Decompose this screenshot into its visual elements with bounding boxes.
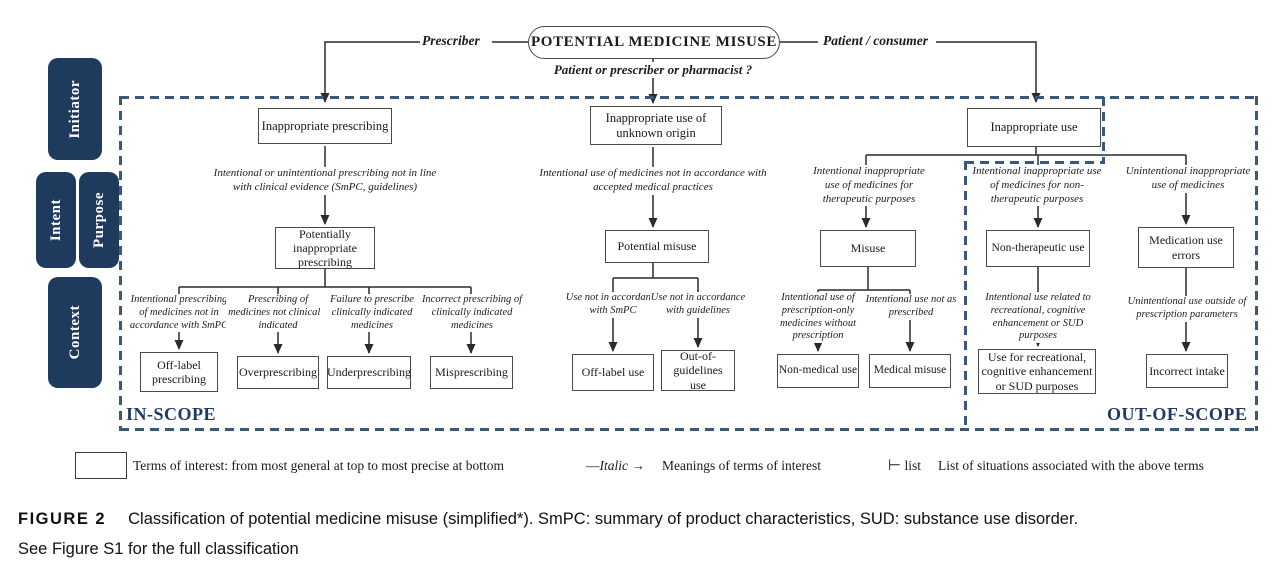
- node-use-recreational-sud: Use for recreational, cognitive enhancem…: [978, 349, 1096, 394]
- in-scope-label: IN-SCOPE: [126, 404, 217, 424]
- intent-desc-unintentional: Unintentional inappropriate use of medic…: [1122, 165, 1254, 193]
- context-desc-recreational: Intentional use related to recreational,…: [976, 292, 1100, 344]
- legend-list-symbol: ⊢ list: [888, 456, 921, 474]
- context-desc-incorrect-intake: Unintentional use outside of prescriptio…: [1122, 296, 1252, 322]
- context-desc-non-medical-use: Intentional use of prescription-only med…: [760, 292, 876, 344]
- axis-pill-intent: Intent: [36, 172, 76, 268]
- scope-border-right: [1255, 96, 1258, 431]
- node-off-label-prescribing: Off-label prescribing: [140, 352, 218, 392]
- intent-desc-therapeutic: Intentional inappropriate use of medicin…: [806, 165, 932, 207]
- node-inappropriate-use-unknown-origin: Inappropriate use of unknown origin: [590, 106, 722, 145]
- node-medical-misuse: Medical misuse: [869, 354, 951, 388]
- legend-italic-label: Meanings of terms of interest: [662, 458, 821, 473]
- node-off-label-use: Off-label use: [572, 354, 654, 391]
- intent-desc-prescriber: Intentional or unintentional prescribing…: [205, 167, 445, 195]
- initiator-question: Patient or prescriber or pharmacist ?: [553, 62, 753, 79]
- legend-italic-symbol: —Italic →: [586, 458, 645, 474]
- out-scope-divider-lower: [964, 161, 967, 429]
- scope-border-left: [119, 96, 122, 431]
- root-node-oval: POTENTIAL MEDICINE MISUSE: [528, 26, 780, 59]
- node-medication-use-errors: Medication use errors: [1138, 227, 1234, 268]
- axis-label-initiator: Initiator: [66, 79, 83, 139]
- node-inappropriate-prescribing: Inappropriate prescribing: [258, 108, 392, 144]
- context-desc-overprescribing: Prescribing of medicines not clinically …: [226, 294, 330, 333]
- axis-label-intent: Intent: [47, 198, 64, 242]
- list-tick-icon: ⊢: [888, 456, 902, 474]
- node-overprescribing: Overprescribing: [237, 356, 319, 389]
- context-desc-underprescribing: Failure to prescribe clinically indicate…: [320, 294, 424, 333]
- node-potentially-inappropriate-prescribing: Potentially inappropriate prescribing: [275, 227, 375, 269]
- list-glyph: list: [904, 458, 921, 473]
- out-scope-divider-upper: [1102, 97, 1105, 163]
- dash-glyph: —: [586, 458, 600, 473]
- node-incorrect-intake: Incorrect intake: [1146, 354, 1228, 388]
- arrow-icon: →: [631, 458, 645, 473]
- context-desc-out-of-guidelines: Use not in accordance with guidelines: [650, 292, 746, 318]
- branch-label-patient-consumer: Patient / consumer: [823, 33, 929, 48]
- node-non-therapeutic-use: Non-therapeutic use: [986, 230, 1090, 267]
- axis-pill-context: Context: [48, 277, 102, 388]
- legend-term-box-label: Terms of interest: from most general at …: [133, 458, 504, 473]
- figure-caption-line2: See Figure S1 for the full classificatio…: [18, 540, 299, 558]
- context-desc-off-label-prescribing: Intentional prescribing of medicines not…: [126, 294, 232, 333]
- scope-border-bottom: [120, 428, 1258, 431]
- context-desc-misprescribing: Incorrect prescribing of clinically indi…: [418, 294, 526, 333]
- node-misuse: Misuse: [820, 230, 916, 267]
- out-of-scope-label: OUT-OF-SCOPE: [1107, 404, 1248, 424]
- node-non-medical-use: Non-medical use: [777, 354, 859, 388]
- axis-pill-purpose: Purpose: [79, 172, 119, 268]
- node-potential-misuse: Potential misuse: [605, 230, 709, 263]
- figure-caption-line1: FIGURE 2 Classification of potential medi…: [18, 510, 1078, 529]
- axis-pill-initiator: Initiator: [48, 58, 102, 160]
- intent-desc-non-therapeutic: Intentional inappropriate use of medicin…: [972, 165, 1102, 207]
- out-scope-divider-step: [965, 161, 1105, 164]
- axis-label-purpose: Purpose: [90, 192, 107, 248]
- figure-caption-tag: FIGURE 2: [18, 510, 107, 528]
- figure-caption-text: Classification of potential medicine mis…: [128, 510, 1079, 528]
- context-desc-medical-misuse: Intentional use not as prescribed: [862, 294, 960, 320]
- axis-label-context: Context: [66, 305, 83, 360]
- intent-desc-unknown: Intentional use of medicines not in acco…: [533, 167, 773, 195]
- italic-glyph: Italic: [599, 458, 629, 473]
- node-inappropriate-use: Inappropriate use: [967, 108, 1101, 147]
- node-misprescribing: Misprescribing: [430, 356, 513, 389]
- scope-border-top: [120, 96, 1258, 99]
- context-desc-off-label-use: Use not in accordance with SmPC: [565, 292, 661, 318]
- legend-term-box-icon: [75, 452, 127, 479]
- node-underprescribing: Underprescribing: [327, 356, 411, 389]
- branch-label-prescriber: Prescriber: [422, 33, 480, 48]
- legend-list-label: List of situations associated with the a…: [938, 458, 1204, 473]
- node-out-of-guidelines-use: Out-of-guidelines use: [661, 349, 735, 392]
